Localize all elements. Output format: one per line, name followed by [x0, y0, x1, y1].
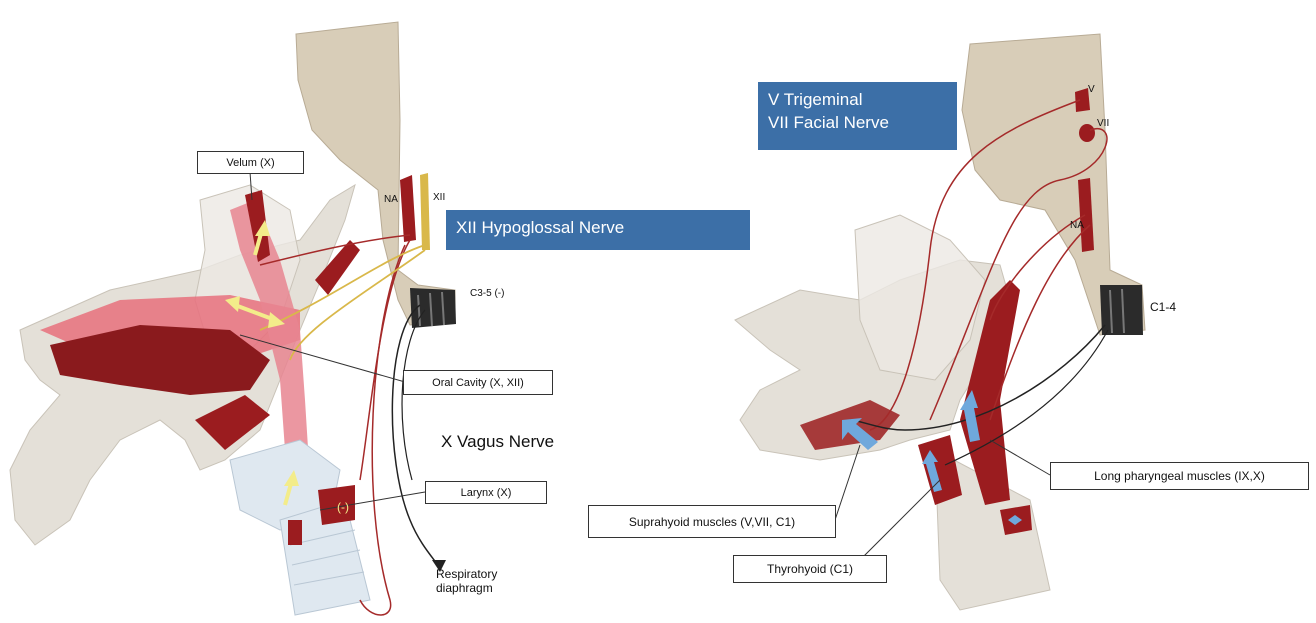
- thyrohyoid-label: Thyrohyoid (C1): [733, 555, 887, 583]
- right-muscle-thyrohyoid: [918, 435, 962, 505]
- vii-label: VII: [1097, 118, 1109, 129]
- suprahyoid-label: Suprahyoid muscles (V,VII, C1): [588, 505, 836, 538]
- leader-thyrohyoid: [860, 480, 940, 560]
- trigeminal-text: V Trigeminal: [768, 88, 947, 111]
- v-label: V: [1088, 84, 1095, 95]
- long-pharyngeal-label: Long pharyngeal muscles (IX,X): [1050, 462, 1309, 490]
- na-label: NA: [384, 194, 398, 205]
- respiratory-label: Respiratory diaphragm: [436, 567, 497, 595]
- left-na-nucleus: [400, 175, 416, 242]
- vagus-callout: X Vagus Nerve: [441, 432, 554, 452]
- na-label-right: NA: [1070, 220, 1084, 231]
- trigeminal-facial-callout: V Trigeminal VII Facial Nerve: [758, 82, 957, 150]
- respiratory-line-2: diaphragm: [436, 581, 497, 595]
- hypoglossal-callout: XII Hypoglossal Nerve: [446, 210, 750, 250]
- minus-label: (-): [337, 500, 349, 514]
- right-vii-nucleus: [1079, 124, 1095, 142]
- c35-label: C3-5 (-): [470, 288, 504, 299]
- oral-cavity-label: Oral Cavity (X, XII): [403, 370, 553, 395]
- facial-text: VII Facial Nerve: [768, 111, 947, 134]
- larynx-label: Larynx (X): [425, 481, 547, 504]
- left-nerve-black: [392, 305, 440, 568]
- left-xii-nucleus: [420, 173, 430, 250]
- respiratory-line-1: Respiratory: [436, 567, 497, 581]
- c14-label: C1-4: [1150, 300, 1176, 314]
- left-anatomy: [10, 22, 456, 615]
- xii-label: XII: [433, 192, 445, 203]
- left-muscle-pharynx-low: [288, 520, 302, 545]
- velum-label: Velum (X): [197, 151, 304, 174]
- left-nerve-black-2: [402, 310, 425, 480]
